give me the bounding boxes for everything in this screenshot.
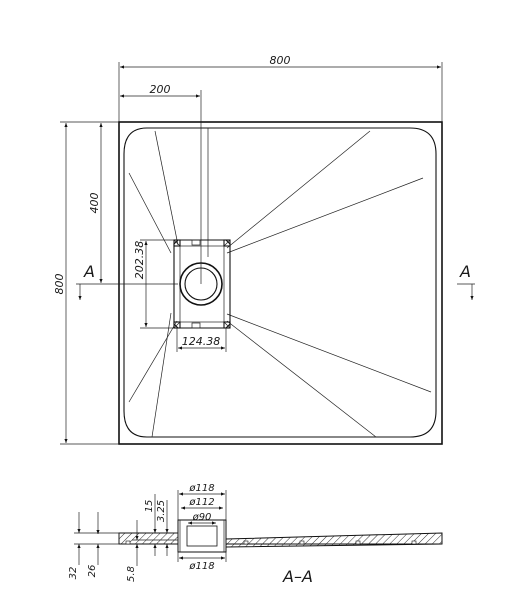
dim-width-label: 800 — [270, 54, 291, 67]
dim-d118-top: ø118 — [177, 483, 227, 520]
plan-view: 800 200 800 400 202.38 — [53, 54, 475, 445]
section-tray-body — [118, 532, 443, 553]
section-marker-right: A — [457, 262, 475, 300]
dim-h3-25-label: 3.25 — [156, 500, 167, 522]
section-marker-left: A — [76, 262, 96, 300]
dim-h15-label: 15 — [144, 500, 155, 513]
dim-height-label: 800 — [53, 274, 66, 295]
dim-h32-label: 32 — [68, 567, 79, 580]
dim-height: 800 — [53, 121, 119, 445]
section-marker-right-label: A — [459, 262, 471, 281]
dim-h15: 15 — [144, 494, 178, 556]
dim-h5-8: 5.8 — [126, 520, 178, 582]
section-drain — [177, 519, 227, 553]
dim-d90-label: ø90 — [192, 512, 212, 523]
dim-h3-25: 3.25 — [156, 500, 169, 556]
dim-drain-box-width-label: 124.38 — [182, 335, 221, 348]
dim-drain-box-height: 202.38 — [133, 239, 174, 329]
dim-drain-offset-x: 200 — [120, 83, 202, 284]
tray-outline — [118, 121, 443, 445]
drain-assembly — [173, 239, 231, 329]
dim-d118-bottom-label: ø118 — [188, 561, 214, 572]
section-label: A–A — [282, 567, 313, 586]
dim-d112: ø112 — [181, 497, 223, 510]
dim-d112-label: ø112 — [188, 497, 214, 508]
dim-h5-8-label: 5.8 — [126, 566, 137, 582]
dim-d90: ø90 — [188, 512, 216, 525]
section-marker-left-label: A — [83, 262, 95, 281]
dim-h26-label: 26 — [87, 565, 98, 578]
dim-drain-offset-y-label: 400 — [88, 193, 101, 214]
dim-drain-offset-y: 400 — [88, 123, 178, 285]
dim-drain-box-height-label: 202.38 — [133, 241, 146, 280]
dim-d118-bottom: ø118 — [177, 552, 227, 572]
dim-drain-offset-x-label: 200 — [150, 83, 171, 96]
dim-h26: 26 — [87, 512, 100, 578]
section-view: ø118 ø112 ø90 ø118 32 — [68, 483, 443, 586]
dim-drain-box-width: 124.38 — [176, 328, 227, 352]
tray-basin — [123, 127, 437, 438]
dim-d118-top-label: ø118 — [188, 483, 214, 494]
dim-width: 800 — [118, 54, 443, 122]
